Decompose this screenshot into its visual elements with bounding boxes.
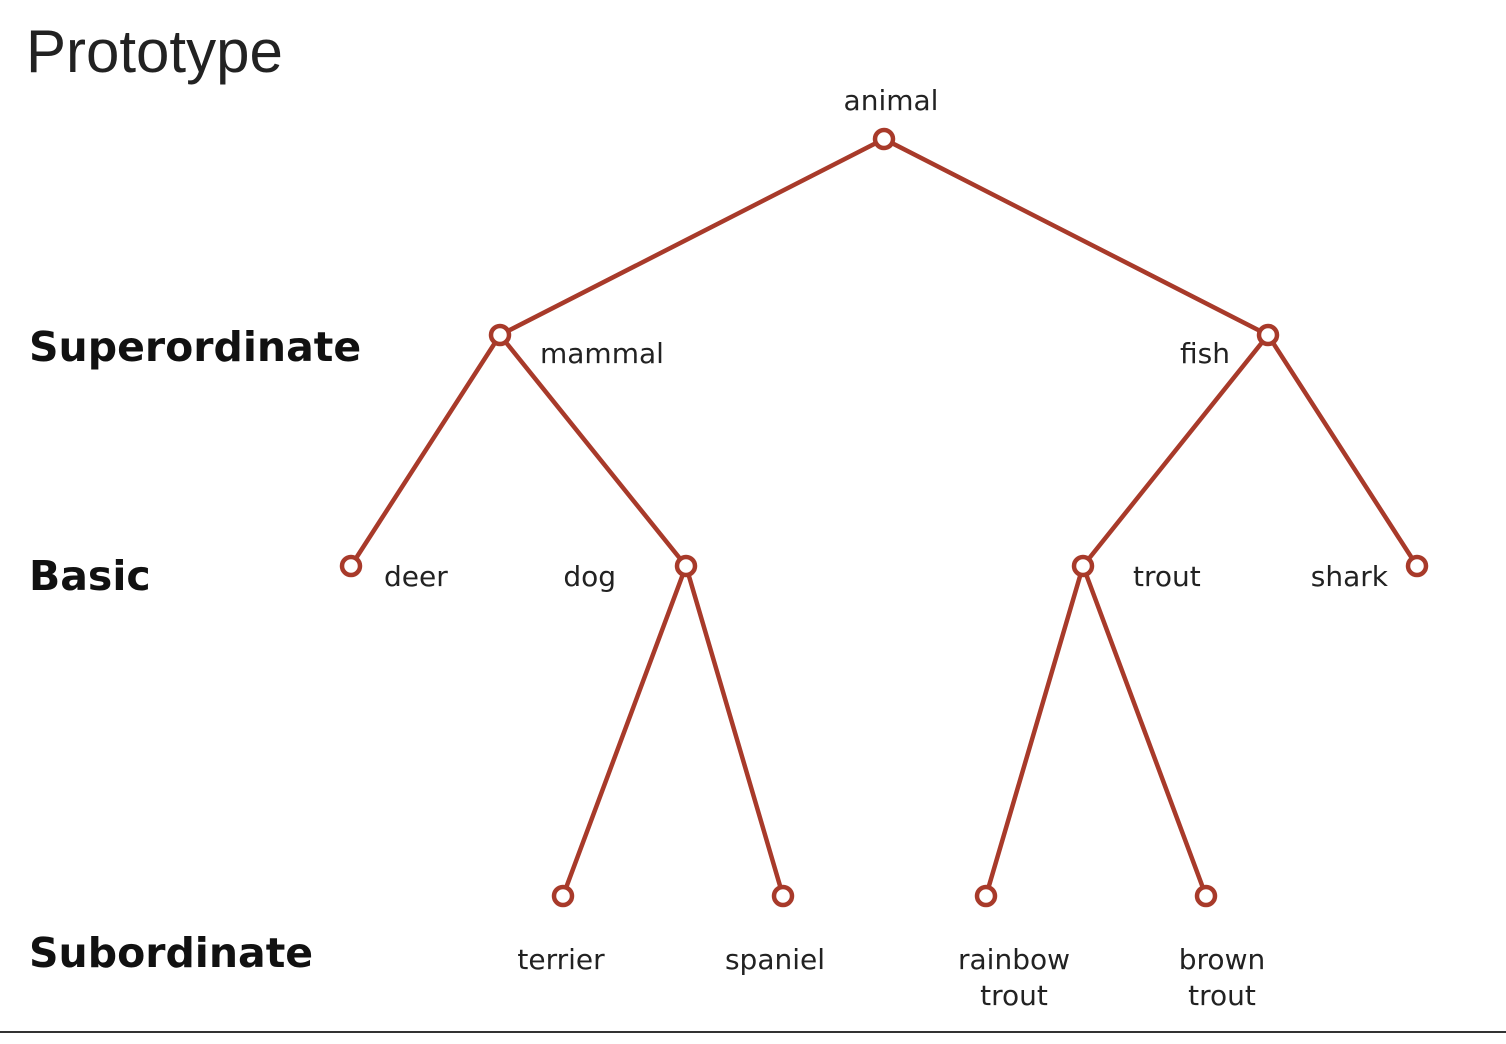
label-deer: deer (384, 560, 448, 593)
label-brown-trout-line-1: brown (1179, 943, 1265, 976)
tree-edges (348, 136, 1420, 899)
edge-dog-to-terrier (560, 563, 689, 899)
node-fish (1256, 323, 1280, 347)
level-label-superordinate: Superordinate (29, 323, 362, 371)
edge-fish-to-shark (1265, 332, 1420, 569)
node-rainbow-trout (974, 884, 998, 908)
edge-animal-to-mammal (497, 136, 887, 338)
label-trout-line-1: trout (1133, 560, 1201, 593)
node-deer (339, 554, 363, 578)
node-terrier (551, 884, 575, 908)
label-terrier: terrier (517, 943, 605, 976)
node-spaniel (771, 884, 795, 908)
slide-title: Prototype (26, 18, 283, 85)
edge-fish-to-trout (1080, 332, 1271, 569)
tree-nodes (339, 127, 1429, 908)
bottom-divider (0, 1031, 1506, 1033)
label-fish: fish (1180, 337, 1230, 370)
label-terrier-line-1: terrier (517, 943, 605, 976)
label-shark-line-1: shark (1311, 560, 1389, 593)
node-animal (872, 127, 896, 151)
label-spaniel: spaniel (725, 943, 825, 976)
level-label-basic: Basic (29, 552, 151, 600)
node-shark (1405, 554, 1429, 578)
edge-trout-to-brown-trout (1080, 563, 1209, 899)
label-brown-trout-line-2: trout (1188, 979, 1256, 1012)
label-spaniel-line-1: spaniel (725, 943, 825, 976)
tree-labels: animal mammal fish deer dog trout shark terrier… (384, 84, 1389, 1012)
label-dog: dog (563, 560, 616, 593)
label-rainbow-trout-line-1: rainbow (958, 943, 1070, 976)
node-brown-trout (1194, 884, 1218, 908)
level-label-subordinate: Subordinate (29, 929, 314, 977)
node-trout (1071, 554, 1095, 578)
edge-animal-to-fish (881, 136, 1271, 338)
label-rainbow-trout-line-2: trout (980, 979, 1048, 1012)
label-mammal-line-1: mammal (540, 337, 664, 370)
label-animal: animal (844, 84, 939, 117)
edge-mammal-to-deer (348, 332, 503, 569)
edge-dog-to-spaniel (683, 563, 786, 899)
label-mammal: mammal (540, 337, 664, 370)
label-animal-line-1: animal (844, 84, 939, 117)
edge-trout-to-rainbow-trout (983, 563, 1086, 899)
node-dog (674, 554, 698, 578)
label-trout: trout (1133, 560, 1201, 593)
node-mammal (488, 323, 512, 347)
label-dog-line-1: dog (563, 560, 616, 593)
label-deer-line-1: deer (384, 560, 448, 593)
label-shark: shark (1311, 560, 1389, 593)
edge-mammal-to-dog (497, 332, 689, 569)
label-fish-line-1: fish (1180, 337, 1230, 370)
